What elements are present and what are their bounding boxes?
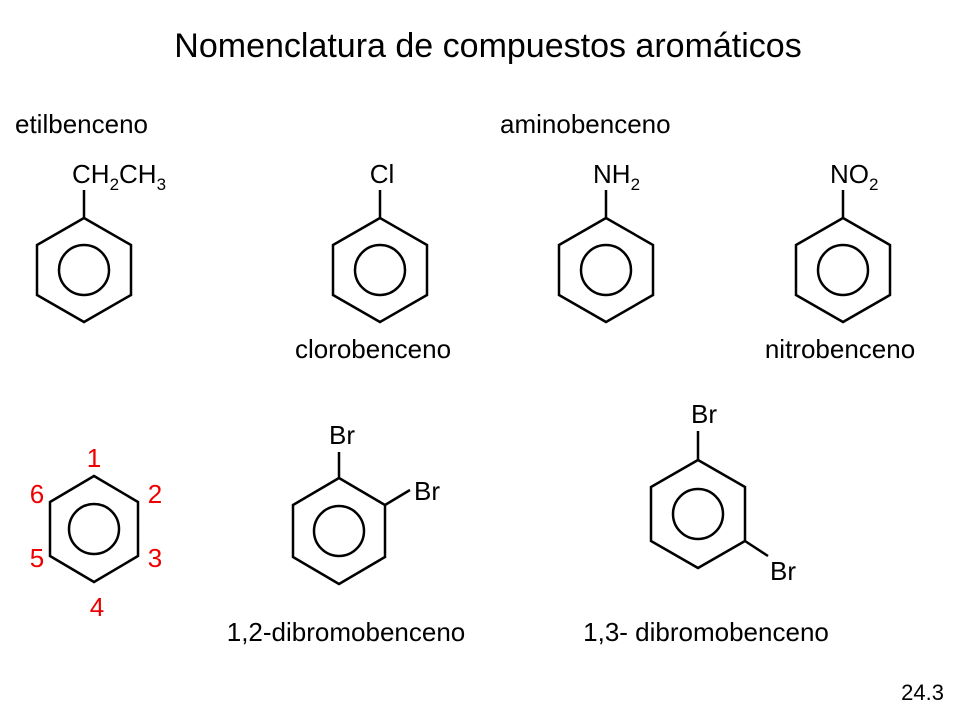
page-title: Nomenclatura de compuestos aromáticos [174, 27, 801, 65]
aminobenzene-substituent: NH2 [593, 159, 640, 194]
nitrobenzene-name: nitrobenceno [765, 334, 915, 364]
chlorobenzene-name: clorobenceno [295, 334, 451, 364]
nitrobenzene-structure: NO2 nitrobenceno [765, 159, 915, 364]
nitrobenzene-aromatic-circle [816, 243, 870, 297]
dibromo-13-substituent-2: Br [770, 556, 796, 586]
dibromo-12-substituent-2: Br [414, 476, 440, 506]
aminobenzene-ring [557, 216, 655, 324]
nitrobenzene-substituent: NO2 [830, 159, 878, 194]
dibromo-13-bond-2 [744, 539, 769, 558]
ethylbenzene-name: etilbenceno [15, 109, 148, 139]
dibromo-12-structure: Br Br 1,2-dibromobenceno [227, 420, 466, 647]
dibromo-13-aromatic-circle [671, 487, 725, 541]
dibromo-12-bond-2 [384, 488, 411, 507]
position-3: 3 [148, 543, 162, 573]
dibromo-12-name: 1,2-dibromobenceno [227, 617, 466, 647]
ethylbenzene-aromatic-circle [57, 243, 111, 297]
chlorobenzene-aromatic-circle [353, 243, 407, 297]
nitrobenzene-ring [794, 216, 892, 324]
position-4: 4 [90, 592, 104, 622]
aminobenzene-name: aminobenceno [500, 109, 671, 139]
dibromo-13-structure: Br Br 1,3- dibromobenceno [583, 399, 829, 647]
dibromo-12-ring [291, 476, 387, 586]
aminobenzene-structure: aminobenceno NH2 [500, 109, 671, 324]
ethylbenzene-substituent: CH2CH3 [72, 159, 166, 194]
chlorobenzene-substituent: Cl [370, 159, 395, 189]
chlorobenzene-structure: Cl clorobenceno [295, 159, 451, 364]
dibromo-13-ring [649, 458, 747, 570]
position-1: 1 [87, 443, 101, 473]
ethylbenzene-structure: etilbenceno CH2CH3 [15, 109, 166, 324]
dibromo-13-substituent-1: Br [691, 399, 717, 429]
aminobenzene-aromatic-circle [579, 243, 633, 297]
position-2: 2 [148, 479, 162, 509]
dibromo-12-aromatic-circle [312, 504, 366, 558]
chlorobenzene-ring [331, 216, 429, 324]
numbered-ring-structure: 1 2 3 4 5 6 [30, 443, 162, 622]
dibromo-12-substituent-1: Br [329, 420, 355, 450]
ethylbenzene-ring [35, 216, 133, 324]
numbered-ring [48, 474, 140, 584]
position-6: 6 [30, 479, 44, 509]
position-5: 5 [30, 543, 44, 573]
page-number: 24.3 [901, 680, 944, 705]
numbered-ring-aromatic-circle [67, 502, 121, 556]
dibromo-13-name: 1,3- dibromobenceno [583, 617, 829, 647]
